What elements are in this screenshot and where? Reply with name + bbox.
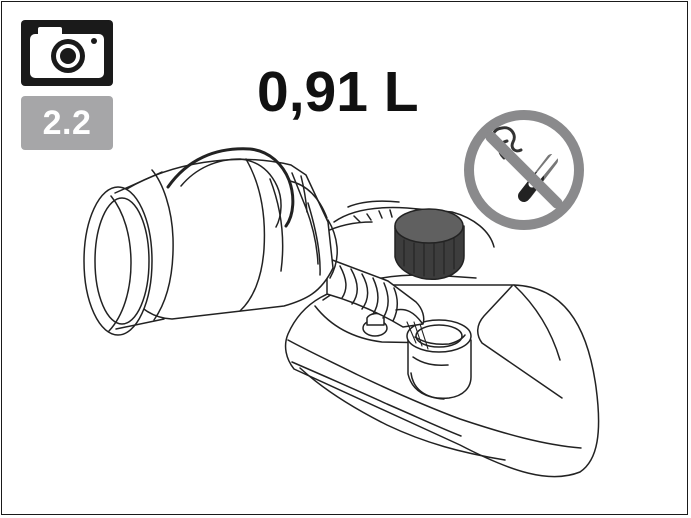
camera-icon — [21, 20, 113, 86]
fuel-volume: 0,91 L — [257, 60, 419, 124]
no-smoking-icon — [464, 110, 584, 230]
step-badge: 2.2 — [21, 96, 113, 150]
